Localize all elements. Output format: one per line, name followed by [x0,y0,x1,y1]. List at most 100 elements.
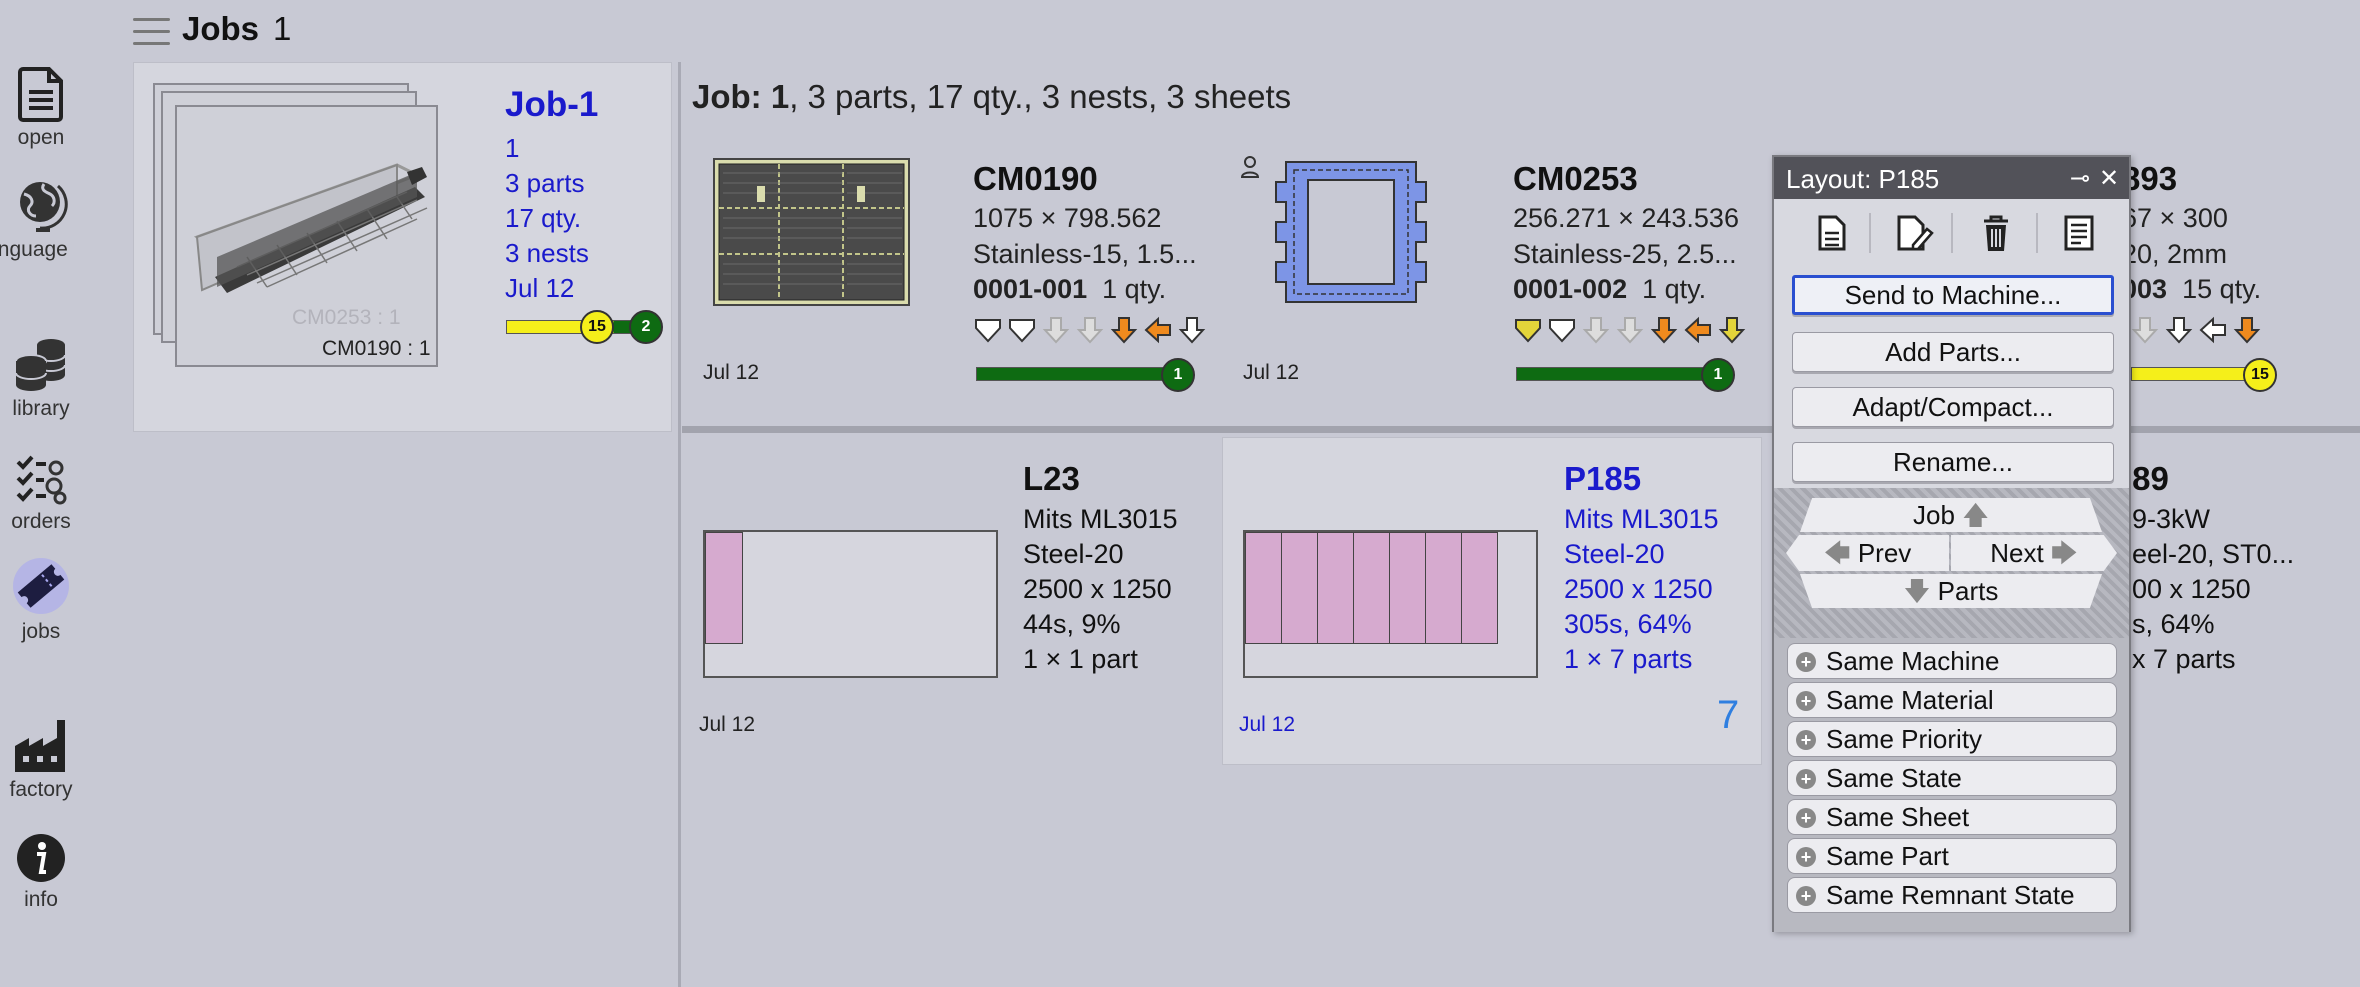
nav-label-info: info [24,888,58,911]
nest-count: 7 [1717,693,1740,737]
plus-circle-icon: + [1796,886,1816,906]
edit-document-icon[interactable] [1891,211,1935,255]
job-part-preview [193,163,428,293]
person-icon [1240,156,1260,178]
part-preview-cm0253 [1275,161,1427,303]
page-title: Jobs [182,10,260,47]
next-button[interactable]: Next 🡆 [1951,535,2117,571]
menu-title-name: P185 [1878,164,1940,194]
filter-same-priority[interactable]: + Same Priority [1787,721,2117,757]
nav-library[interactable]: library [0,335,82,421]
nav-factory[interactable]: factory [0,716,82,802]
nest-part-shape [1425,532,1462,644]
nest-name[interactable]: P185 [1564,460,1642,497]
shield-outline-icon [975,319,1001,343]
job-nests: 3 nests [505,238,589,268]
send-to-machine-button[interactable]: Send to Machine... [1792,275,2114,315]
menu-hamburger-icon[interactable] [133,18,170,46]
nest-name[interactable]: L23 [1023,460,1080,497]
job-card[interactable]: CM0253 : 1 CM0190 : 1 Job-1 1 3 parts 17… [133,62,672,432]
ticket-icon [13,558,69,614]
nav-orders[interactable]: orders [0,452,82,534]
thumb-label-back: CM0253 : 1 [292,306,401,329]
part-material: 20, 2mm [2122,239,2228,269]
filter-label: Same Priority [1826,724,1983,754]
filter-same-sheet[interactable]: +Same Sheet [1787,799,2117,835]
navigation-pad: Job 🡅 🡄 Prev Next 🡆 🡇 Parts [1774,488,2129,638]
thumb-label-front: CM0190 : 1 [322,337,431,360]
arrow-right-icon: 🡆 [2050,538,2078,568]
parts-down-button[interactable]: 🡇 Parts [1800,574,2102,608]
part-name[interactable]: CM0253 [1513,160,1638,197]
nest-part-shape [1389,532,1426,644]
filter-label: Same Sheet [1826,802,1970,832]
part-dims: 1075 × 798.562 [973,203,1162,233]
down-arrow-orange-icon [1110,317,1138,344]
parts-label: Parts [1937,576,1999,606]
prev-label: Prev [1857,538,1912,568]
job-summary-details: , 3 parts, 17 qty., 3 nests, 3 sheets [789,78,1292,115]
plus-circle-icon: + [1796,847,1816,867]
left-arrow-outline-icon [2199,316,2226,344]
part-dims: 256.271 × 243.536 [1513,203,1739,233]
part-name[interactable]: 893 [2122,160,2178,197]
info-icon [17,834,65,882]
report-icon[interactable] [2057,211,2101,255]
left-arrow-orange-icon [1684,316,1711,344]
part-id-qty: 0001-002 1 qty. [1513,274,1706,305]
job-up-button[interactable]: Job 🡅 [1800,498,2102,532]
part-qty: 1 qty. [1642,274,1707,304]
down-arrow-grey-icon [2131,317,2159,344]
nest-date: Jul 12 [1239,713,1296,736]
document-icon[interactable] [1810,211,1854,255]
filter-same-machine[interactable]: +Same Machine [1787,643,2117,679]
menu-title: Layout: P185 [1786,164,1939,195]
job-name[interactable]: Job-1 [505,85,599,124]
part-progress-bar [2131,367,2261,381]
nav-jobs[interactable]: jobs [0,556,82,644]
part-name[interactable]: CM0190 [973,160,1098,197]
filter-label: Same Part [1826,841,1949,871]
rename-button[interactable]: Rename... [1792,442,2114,482]
nav-label-jobs: jobs [21,620,61,643]
arrow-left-icon: 🡄 [1823,538,1851,568]
page-count: 1 [273,10,292,47]
add-parts-button[interactable]: Add Parts... [1792,332,2114,372]
nest-date: Jul 12 [699,713,756,736]
nest-machine: 9-3kW [2132,504,2211,534]
left-nav: open anguage library [0,0,82,987]
part-progress-bar [976,367,1176,381]
part-progress-badge: 1 [1161,358,1195,392]
close-icon[interactable]: ✕ [2099,165,2120,192]
down-arrow-yellow-icon [1718,317,1746,344]
nest-part-shape [1245,532,1282,644]
filter-same-part[interactable]: + Same Part [1787,838,2117,874]
arrow-up-icon: 🡅 [1962,500,1989,530]
pin-icon[interactable]: ⊸ [2070,165,2091,192]
plus-circle-icon: + [1796,769,1816,789]
nav-info[interactable]: info [0,832,82,912]
plus-circle-icon: + [1796,730,1816,750]
nav-label-language: anguage [0,238,68,261]
filter-same-state[interactable]: +Same State [1787,760,2117,796]
down-arrow-grey-icon [1616,317,1644,344]
filter-same-remnant-state[interactable]: +Same Remnant State [1787,877,2117,913]
prev-button[interactable]: 🡄 Prev [1786,535,1949,571]
filter-same-material[interactable]: +Same Material [1787,682,2117,718]
nav-language[interactable]: anguage [0,176,82,262]
down-arrow-outline-icon [2165,317,2193,344]
job-summary-id: Job: 1 [692,78,790,115]
document-icon [18,67,63,122]
nest-sheet-size: 2500 x 1250 [1023,574,1172,604]
nav-open[interactable]: open [0,66,82,150]
part-qty: 15 qty. [2182,274,2262,304]
database-icon [15,339,66,391]
nest-sheet-size: 00 x 1250 [2132,574,2251,604]
adapt-compact-button[interactable]: Adapt/Compact... [1792,387,2114,427]
trash-icon[interactable] [1974,211,2018,255]
shield-outline-icon [1549,319,1575,343]
plus-circle-icon: + [1796,691,1816,711]
part-material: Stainless-15, 1.5... [973,239,1197,269]
nest-parts: x 7 parts [2132,644,2236,674]
nest-part-shape [1461,532,1498,644]
